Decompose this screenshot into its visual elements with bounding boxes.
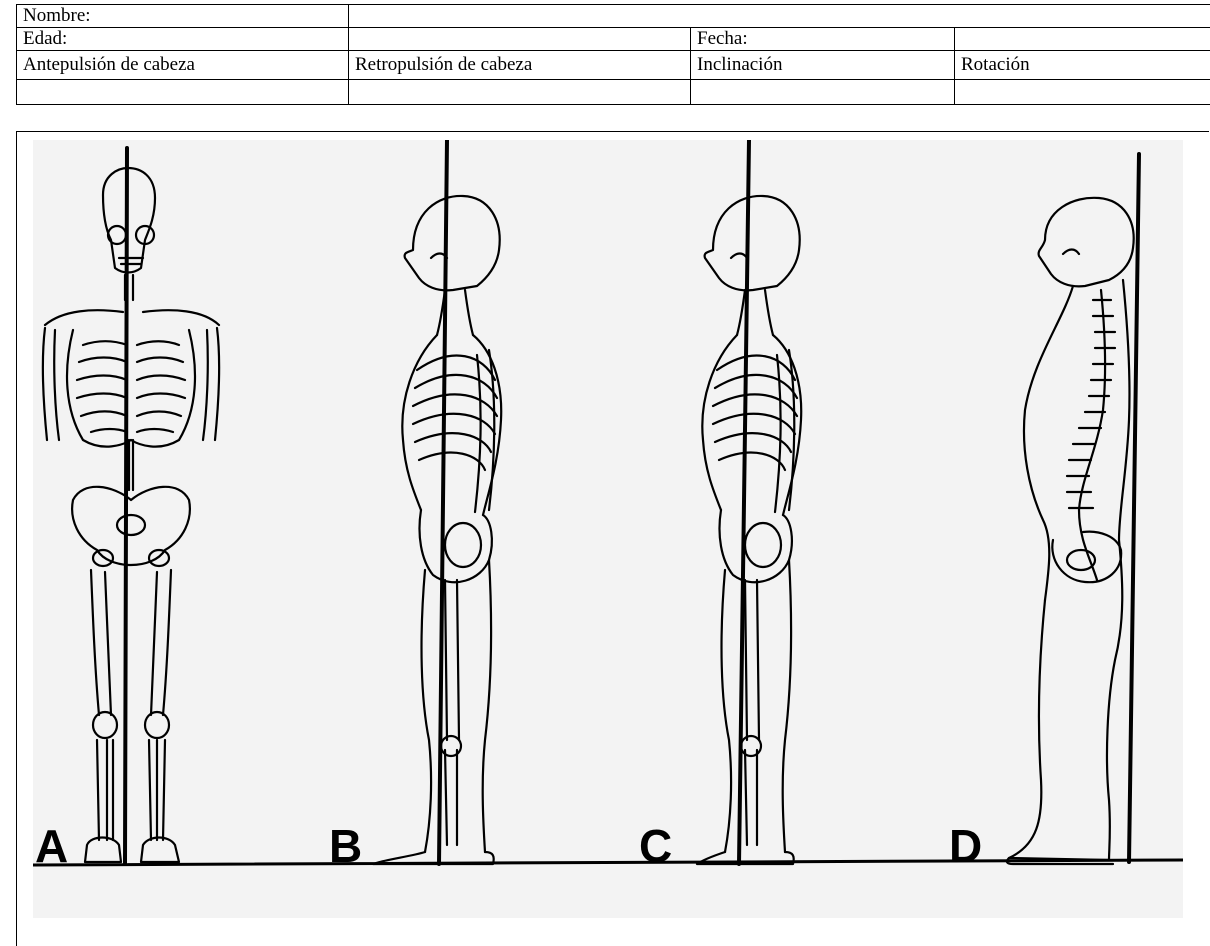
rotacion-value-field[interactable] bbox=[955, 80, 1210, 105]
body-lateral-b-illustration bbox=[373, 196, 501, 864]
edad-field[interactable] bbox=[349, 28, 691, 51]
panel-label-c: C bbox=[639, 820, 672, 872]
panel-label-a: A bbox=[35, 820, 68, 872]
col-retropulsion: Retropulsión de cabeza bbox=[349, 51, 691, 80]
name-row: Nombre: bbox=[17, 5, 1210, 28]
age-date-row: Edad: Fecha: bbox=[17, 28, 1210, 51]
nombre-field[interactable] bbox=[349, 5, 1210, 28]
col-rotacion: Rotación bbox=[955, 51, 1210, 80]
posture-figure: A bbox=[33, 140, 1183, 918]
panel-label-b: B bbox=[329, 820, 362, 872]
edad-label: Edad: bbox=[17, 28, 349, 51]
posture-evaluation-form: Nombre: Edad: Fecha: Antepulsión de cabe… bbox=[16, 4, 1210, 105]
fecha-label: Fecha: bbox=[691, 28, 955, 51]
inclinacion-value-field[interactable] bbox=[691, 80, 955, 105]
fecha-field[interactable] bbox=[955, 28, 1210, 51]
col-inclinacion: Inclinación bbox=[691, 51, 955, 80]
evaluation-header-row: Antepulsión de cabeza Retropulsión de ca… bbox=[17, 51, 1210, 80]
plumb-line-a bbox=[125, 148, 127, 864]
nombre-label: Nombre: bbox=[17, 5, 349, 28]
col-antepulsion: Antepulsión de cabeza bbox=[17, 51, 349, 80]
retropulsion-value-field[interactable] bbox=[349, 80, 691, 105]
body-lateral-spine-d-illustration bbox=[1007, 198, 1134, 864]
skeleton-front-illustration bbox=[43, 168, 219, 862]
body-lateral-c-illustration bbox=[697, 196, 801, 864]
evaluation-values-row bbox=[17, 80, 1210, 105]
antepulsion-value-field[interactable] bbox=[17, 80, 349, 105]
panel-label-d: D bbox=[949, 820, 982, 872]
